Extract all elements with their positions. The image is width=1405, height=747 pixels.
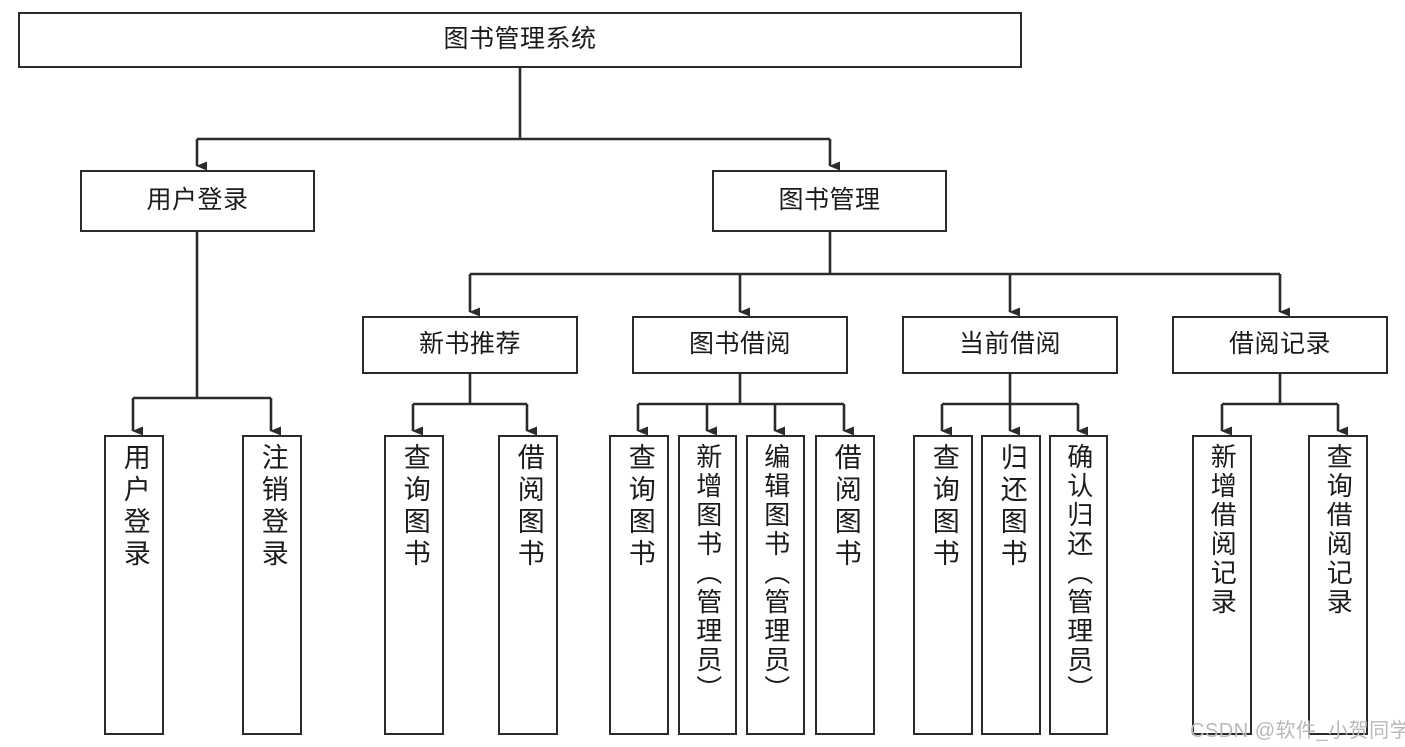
leaf-query-books-recommend[interactable]: 查询图书 (384, 435, 444, 735)
node-current-borrow[interactable]: 当前借阅 (902, 316, 1118, 374)
node-label: 图书管理系统 (443, 25, 597, 54)
node-user-login[interactable]: 用户登录 (80, 170, 315, 232)
node-label: 确认归还（管理员） (1063, 443, 1094, 704)
node-label: 借阅图书 (513, 443, 544, 571)
node-label: 新增图书（管理员） (692, 443, 723, 704)
leaf-logout[interactable]: 注销登录 (242, 435, 302, 735)
node-book-borrow[interactable]: 图书借阅 (632, 316, 848, 374)
node-label: 新书推荐 (418, 330, 521, 359)
csdn-watermark: CSDN @软件_小贺同学 (1190, 720, 1405, 742)
node-borrow-records[interactable]: 借阅记录 (1172, 316, 1388, 374)
node-new-book-recommendation[interactable]: 新书推荐 (362, 316, 578, 374)
node-label: 新增借阅记录 (1207, 443, 1238, 617)
node-label: 图书管理 (778, 186, 881, 215)
leaf-query-borrow-record[interactable]: 查询借阅记录 (1308, 435, 1368, 735)
node-label: 图书借阅 (688, 330, 791, 359)
node-label: 注销登录 (257, 443, 288, 571)
node-label: 编辑图书（管理员） (760, 443, 791, 704)
node-book-management[interactable]: 图书管理 (712, 170, 947, 232)
leaf-return-books[interactable]: 归还图书 (981, 435, 1041, 735)
leaf-borrow-books-recommend[interactable]: 借阅图书 (498, 435, 558, 735)
node-root-book-management-system[interactable]: 图书管理系统 (18, 12, 1022, 68)
node-label: 查询图书 (624, 443, 655, 571)
leaf-query-books-borrow[interactable]: 查询图书 (609, 435, 669, 735)
leaf-add-borrow-record[interactable]: 新增借阅记录 (1192, 435, 1252, 735)
node-label: 借阅图书 (830, 443, 861, 571)
node-label: 查询借阅记录 (1323, 443, 1354, 617)
leaf-user-login[interactable]: 用户登录 (104, 435, 164, 735)
node-label: 查询图书 (928, 443, 959, 571)
node-label: 借阅记录 (1228, 330, 1331, 359)
node-label: 用户登录 (119, 443, 150, 571)
node-label: 当前借阅 (958, 330, 1061, 359)
leaf-confirm-return-admin[interactable]: 确认归还（管理员） (1049, 435, 1108, 735)
node-label: 查询图书 (399, 443, 430, 571)
leaf-query-books-current[interactable]: 查询图书 (913, 435, 973, 735)
node-label: 归还图书 (996, 443, 1027, 571)
node-label: 用户登录 (146, 186, 249, 215)
leaf-edit-book-admin[interactable]: 编辑图书（管理员） (746, 435, 805, 735)
leaf-add-book-admin[interactable]: 新增图书（管理员） (678, 435, 737, 735)
leaf-borrow-books[interactable]: 借阅图书 (815, 435, 875, 735)
